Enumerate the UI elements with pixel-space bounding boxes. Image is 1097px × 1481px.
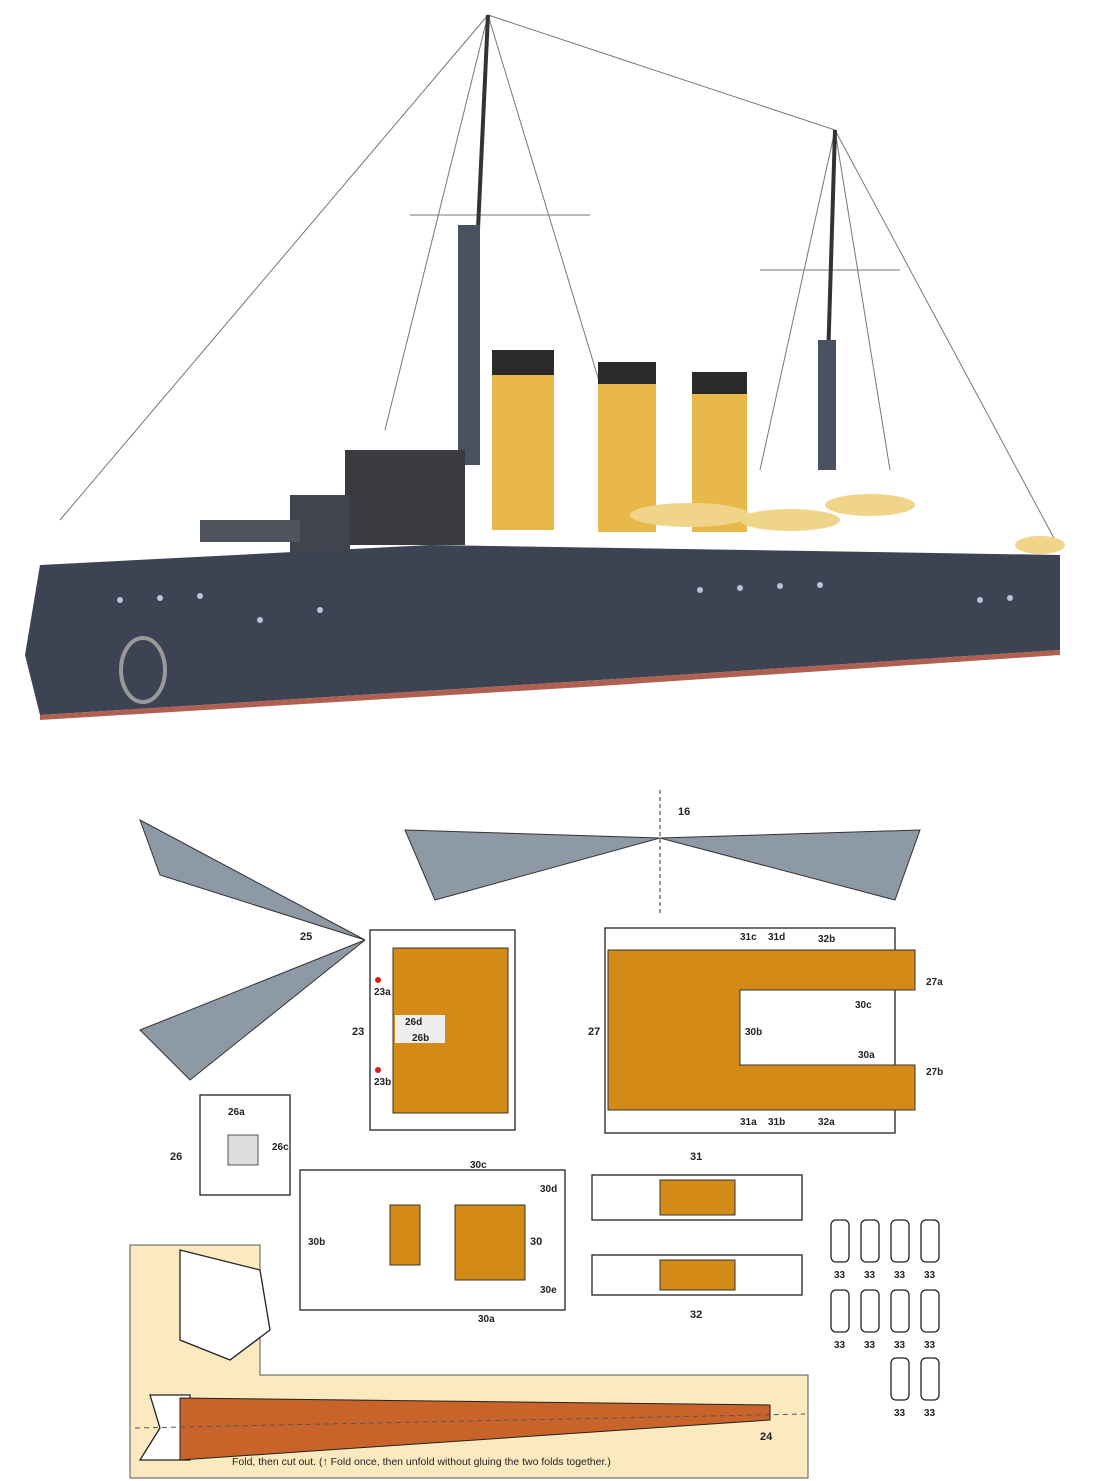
- boat-part-number: 33: [924, 1340, 936, 1351]
- waterline: [40, 650, 1060, 720]
- mark-30b-b: 30b: [308, 1237, 325, 1248]
- mark-26c: 26c: [272, 1142, 289, 1153]
- mark-31d: 31d: [768, 932, 785, 943]
- part-number-16: 16: [678, 806, 690, 818]
- turret-gun: [200, 520, 300, 542]
- mark-27a: 27a: [926, 977, 943, 988]
- boat-parts-33: 33 33 33 33 33 33 33 33 33 33: [830, 1219, 940, 1419]
- boat-part-number: 33: [894, 1340, 906, 1351]
- rigging: [59, 14, 1056, 541]
- part-number-30: 30: [530, 1236, 542, 1248]
- boat-part: [890, 1289, 910, 1333]
- boat-part-number: 33: [834, 1270, 846, 1281]
- boat-part-number: 33: [894, 1408, 906, 1419]
- forward-bridge: [345, 450, 465, 545]
- mark-23b: 23b: [374, 1077, 391, 1088]
- ship-model-photo: [25, 14, 1065, 720]
- part-31: 31: [591, 1151, 803, 1221]
- mark-32b: 32b: [818, 934, 835, 945]
- mark-26d: 26d: [405, 1017, 422, 1028]
- boat-part: [920, 1289, 940, 1333]
- part-32: 32: [591, 1254, 803, 1321]
- boat-part-number: 33: [924, 1270, 936, 1281]
- mark-30d: 30d: [540, 1184, 557, 1195]
- mark-30c: 30c: [855, 1000, 872, 1011]
- mark-31c: 31c: [740, 932, 757, 943]
- part-23: 23a 23b 26d 26b 23: [352, 929, 516, 1131]
- part-27: 31c 31d 32b 31a 31b 32a 30c 30b 30a 27a …: [588, 927, 943, 1134]
- boat-part: [890, 1219, 910, 1263]
- part-number-27: 27: [588, 1026, 600, 1038]
- boat-part: [830, 1219, 850, 1263]
- part-16: 16: [404, 790, 921, 915]
- main-military-mast: [818, 340, 836, 470]
- part-number-32: 32: [690, 1309, 702, 1321]
- mark-31a: 31a: [740, 1117, 757, 1128]
- part-number-31: 31: [690, 1151, 702, 1163]
- mark-31b: 31b: [768, 1117, 785, 1128]
- mark-32a: 32a: [818, 1117, 835, 1128]
- mark-27b: 27b: [926, 1067, 943, 1078]
- boat-part: [860, 1219, 880, 1263]
- anchor-ring: [119, 636, 167, 704]
- boat-part-number: 33: [864, 1270, 876, 1281]
- mark-30a: 30a: [858, 1050, 875, 1061]
- paper-model-template: 16 25 23a 23b 26d 26b 23 31c 31d 32b 31a: [129, 790, 943, 1479]
- mark-30c-b: 30c: [470, 1160, 487, 1171]
- mark-30a-b: 30a: [478, 1314, 495, 1325]
- mark-30e: 30e: [540, 1285, 557, 1296]
- mark-23a: 23a: [374, 987, 391, 998]
- part-26: 26a 26c 26: [170, 1094, 291, 1196]
- boat-part-number: 33: [834, 1340, 846, 1351]
- portholes: [117, 582, 1013, 623]
- part-24-panel: 24 Fold, then cut out. (↑ Fold once, the…: [129, 1244, 809, 1479]
- hull: [25, 545, 1060, 715]
- boat-part: [830, 1289, 850, 1333]
- part-number-23: 23: [352, 1026, 364, 1038]
- part-30: 30c 30d 30e 30b 30a 30: [299, 1160, 566, 1325]
- part-25: 25: [139, 818, 366, 1081]
- boat-part-number: 33: [924, 1408, 936, 1419]
- mark-30b: 30b: [745, 1027, 762, 1038]
- boat-part-number: 33: [894, 1270, 906, 1281]
- boat-part: [920, 1219, 940, 1263]
- boat-part: [920, 1357, 940, 1401]
- boat-part-number: 33: [864, 1340, 876, 1351]
- part-number-25: 25: [300, 931, 312, 943]
- mark-26b: 26b: [412, 1033, 429, 1044]
- fold-instructions: Fold, then cut out. (↑ Fold once, then u…: [232, 1456, 611, 1468]
- fore-military-mast: [458, 225, 480, 465]
- funnels: [492, 350, 747, 532]
- boat-part: [860, 1289, 880, 1333]
- mark-26a: 26a: [228, 1107, 245, 1118]
- part-number-24: 24: [760, 1431, 773, 1443]
- part-number-26: 26: [170, 1151, 182, 1163]
- boat-part: [890, 1357, 910, 1401]
